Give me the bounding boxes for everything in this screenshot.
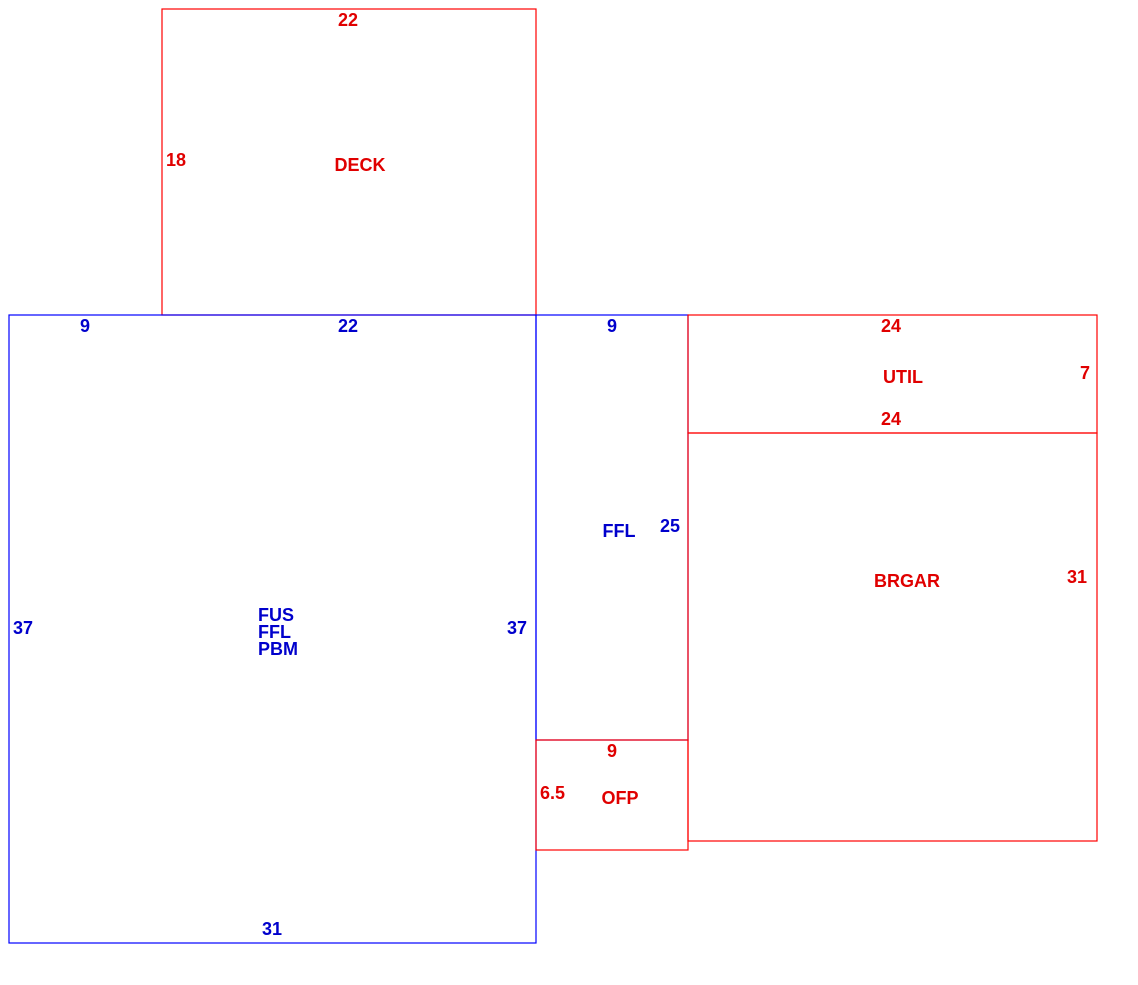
ffl-right-dimension: 25	[660, 516, 680, 536]
main-top-dimension-b: 22	[338, 316, 358, 336]
deck-left-dimension: 18	[166, 150, 186, 170]
util-label: UTIL	[883, 367, 923, 387]
main-label-ffl: FFL	[258, 622, 291, 642]
main-left-dimension: 37	[13, 618, 33, 638]
brgar-label: BRGAR	[874, 571, 940, 591]
ofp-left-dimension: 6.5	[540, 783, 565, 803]
brgar-outline	[687, 432, 1098, 842]
util-top-dimension: 24	[881, 316, 901, 336]
main-label-pbm: PBM	[258, 639, 298, 659]
ffl-top-dimension: 9	[607, 316, 617, 336]
brgar-right-dimension: 31	[1067, 567, 1087, 587]
main-label-fus: FUS	[258, 605, 294, 625]
main-top-dimension-a: 9	[80, 316, 90, 336]
main-right-dimension: 37	[507, 618, 527, 638]
main-bottom-dimension: 31	[262, 919, 282, 939]
ffl-label: FFL	[603, 521, 636, 541]
util-bottom-dimension: 24	[881, 409, 901, 429]
ofp-label: OFP	[601, 788, 638, 808]
deck-label: DECK	[334, 155, 385, 175]
deck-top-dimension: 22	[338, 10, 358, 30]
util-right-dimension: 7	[1080, 363, 1090, 383]
ofp-top-dimension: 9	[607, 741, 617, 761]
